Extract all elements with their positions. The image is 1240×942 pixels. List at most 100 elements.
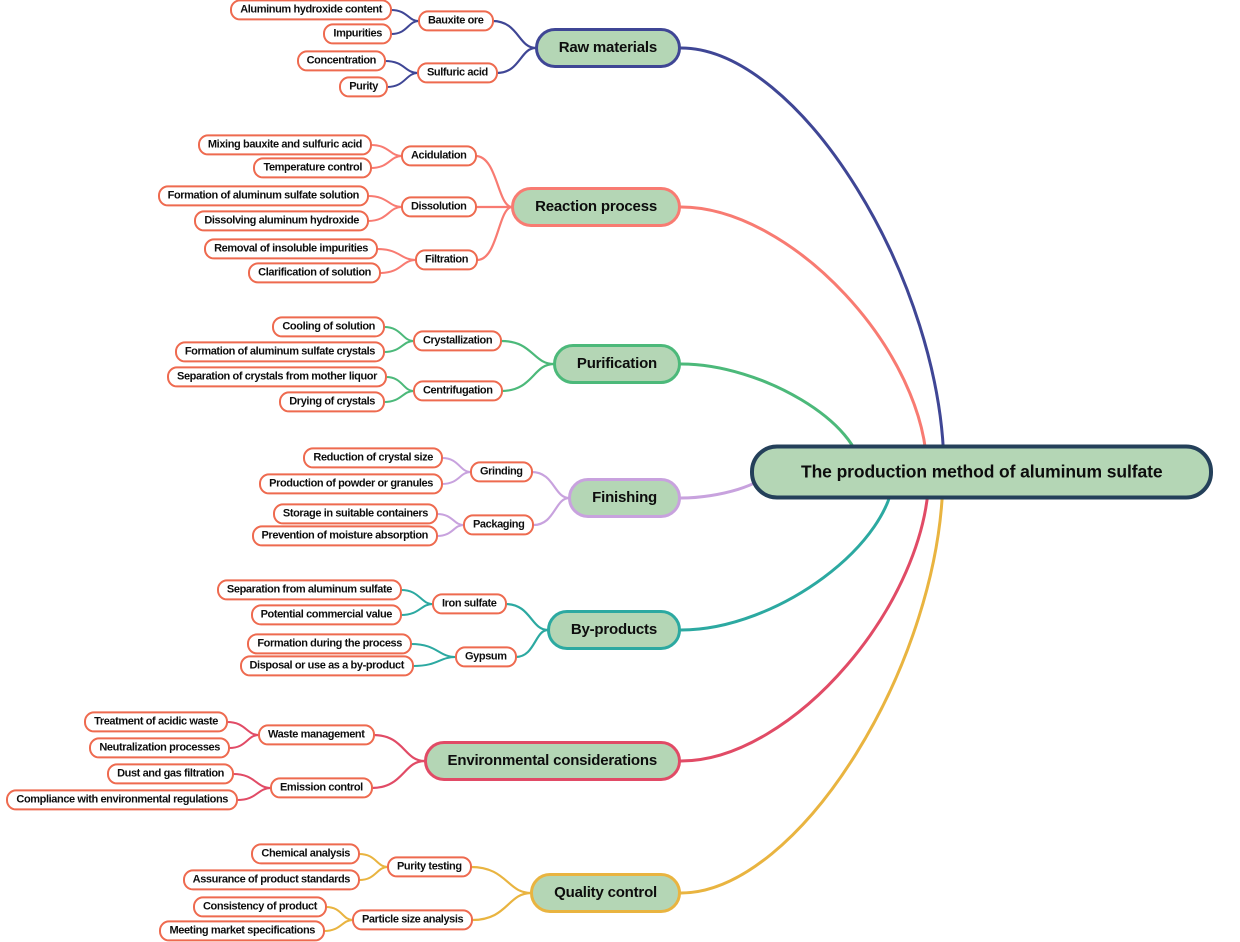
connector-filtration-removal-of-insoluble-impurities <box>376 248 417 261</box>
leaf-node-temperature-control[interactable]: Temperature control <box>253 157 372 179</box>
root-node[interactable]: The production method of aluminum sulfat… <box>750 444 1214 500</box>
sub-node-centrifugation[interactable]: Centrifugation <box>413 380 503 402</box>
connector-bauxite-ore-impurities <box>390 20 420 35</box>
connector-purity-testing-assurance-of-product-standards <box>358 866 389 881</box>
connector-root-raw-materials <box>679 46 946 474</box>
connector-quality-control-particle-size-analysis <box>471 891 533 922</box>
connector-grinding-production-of-powder-or-granules <box>441 471 472 485</box>
branch-node-environmental-considerations[interactable]: Environmental considerations <box>423 741 681 781</box>
connector-filtration-clarification-of-solution <box>379 259 417 274</box>
connector-waste-management-neutralization-processes <box>228 734 260 749</box>
sub-node-emission-control[interactable]: Emission control <box>270 777 373 799</box>
leaf-node-dust-and-gas-filtration[interactable]: Dust and gas filtration <box>107 763 234 785</box>
leaf-node-storage-in-suitable-containers[interactable]: Storage in suitable containers <box>272 503 438 525</box>
connector-gypsum-formation-during-the-process <box>410 643 457 658</box>
sub-node-sulfuric-acid[interactable]: Sulfuric acid <box>417 62 498 84</box>
leaf-node-treatment-of-acidic-waste[interactable]: Treatment of acidic waste <box>84 711 228 733</box>
sub-node-acidulation[interactable]: Acidulation <box>401 145 477 167</box>
connector-centrifugation-separation-of-crystals-from-mother-liquor <box>385 376 415 392</box>
sub-node-particle-size-analysis[interactable]: Particle size analysis <box>352 909 474 931</box>
leaf-node-prevention-of-moisture-absorption[interactable]: Prevention of moisture absorption <box>251 525 438 547</box>
connector-dissolution-dissolving-aluminum-hydroxide <box>367 206 403 222</box>
connector-particle-size-analysis-meeting-market-specifications <box>323 919 354 932</box>
leaf-node-purity[interactable]: Purity <box>339 76 388 98</box>
connector-particle-size-analysis-consistency-of-product <box>325 906 354 921</box>
connector-iron-sulfate-separation-from-aluminum-sulfate <box>400 589 434 605</box>
branch-node-finishing[interactable]: Finishing <box>568 478 681 518</box>
sub-node-iron-sulfate[interactable]: Iron sulfate <box>432 593 507 615</box>
leaf-node-concentration[interactable]: Concentration <box>296 50 386 72</box>
leaf-node-mixing-bauxite-and-sulfuric-acid[interactable]: Mixing bauxite and sulfuric acid <box>197 134 372 156</box>
connector-reaction-process-filtration <box>475 205 514 262</box>
leaf-node-chemical-analysis[interactable]: Chemical analysis <box>251 843 360 865</box>
connector-reaction-process-acidulation <box>474 154 514 209</box>
connector-purity-testing-chemical-analysis <box>358 853 389 868</box>
connector-packaging-storage-in-suitable-containers <box>436 513 465 526</box>
connector-purification-centrifugation <box>500 362 555 393</box>
leaf-node-disposal-or-use-as-a-by-product[interactable]: Disposal or use as a by-product <box>239 655 414 677</box>
connector-sulfuric-acid-purity <box>386 72 419 88</box>
leaf-node-compliance-with-environmental-regulations[interactable]: Compliance with environmental regulation… <box>6 789 238 811</box>
connector-root-quality-control <box>679 470 945 895</box>
connector-emission-control-dust-and-gas-filtration <box>232 773 272 789</box>
connector-finishing-grinding <box>530 470 571 500</box>
leaf-node-aluminum-hydroxide-content[interactable]: Aluminum hydroxide content <box>230 0 392 21</box>
connector-environmental-considerations-emission-control <box>370 759 426 790</box>
sub-node-waste-management[interactable]: Waste management <box>258 724 375 746</box>
sub-node-dissolution[interactable]: Dissolution <box>401 196 477 218</box>
connector-bauxite-ore-aluminum-hydroxide-content <box>390 9 420 22</box>
branch-node-by-products[interactable]: By-products <box>546 610 681 650</box>
connector-iron-sulfate-potential-commercial-value <box>400 603 434 616</box>
leaf-node-production-of-powder-or-granules[interactable]: Production of powder or granules <box>259 473 443 495</box>
sub-node-purity-testing[interactable]: Purity testing <box>387 856 472 878</box>
leaf-node-potential-commercial-value[interactable]: Potential commercial value <box>250 604 402 626</box>
connector-sulfuric-acid-concentration <box>384 60 419 74</box>
leaf-node-formation-of-aluminum-sulfate-crystals[interactable]: Formation of aluminum sulfate crystals <box>174 341 385 363</box>
sub-node-grinding[interactable]: Grinding <box>470 461 533 483</box>
leaf-node-neutralization-processes[interactable]: Neutralization processes <box>89 737 230 759</box>
connector-packaging-prevention-of-moisture-absorption <box>436 524 465 537</box>
branch-node-quality-control[interactable]: Quality control <box>530 873 681 913</box>
leaf-node-formation-of-aluminum-sulfate-solution[interactable]: Formation of aluminum sulfate solution <box>157 185 369 207</box>
connector-crystallization-cooling-of-solution <box>383 326 415 342</box>
connector-root-by-products <box>679 470 896 632</box>
connector-raw-materials-bauxite-ore <box>491 19 537 50</box>
connector-acidulation-temperature-control <box>370 155 403 169</box>
connector-root-reaction-process <box>679 205 929 474</box>
leaf-node-consistency-of-product[interactable]: Consistency of product <box>192 896 327 918</box>
leaf-node-impurities[interactable]: Impurities <box>323 23 392 45</box>
leaf-node-reduction-of-crystal-size[interactable]: Reduction of crystal size <box>303 447 443 469</box>
branch-node-purification[interactable]: Purification <box>552 344 681 384</box>
sub-node-crystallization[interactable]: Crystallization <box>413 330 503 352</box>
connector-quality-control-purity-testing <box>469 865 533 895</box>
connector-dissolution-formation-of-aluminum-sulfate-solution <box>367 195 403 208</box>
connector-waste-management-treatment-of-acidic-waste <box>226 721 260 736</box>
connector-finishing-packaging <box>532 496 571 527</box>
connector-emission-control-compliance-with-environmental-regulations <box>236 787 272 801</box>
connector-by-products-iron-sulfate <box>504 602 549 632</box>
leaf-node-meeting-market-specifications[interactable]: Meeting market specifications <box>159 920 325 942</box>
leaf-node-drying-of-crystals[interactable]: Drying of crystals <box>279 391 385 413</box>
leaf-node-assurance-of-product-standards[interactable]: Assurance of product standards <box>182 869 360 891</box>
connector-centrifugation-drying-of-crystals <box>383 390 415 403</box>
sub-node-filtration[interactable]: Filtration <box>415 249 479 271</box>
connector-environmental-considerations-waste-management <box>372 733 426 763</box>
connector-gypsum-disposal-or-use-as-a-by-product <box>412 656 457 667</box>
leaf-node-formation-during-the-process[interactable]: Formation during the process <box>247 633 412 655</box>
leaf-node-separation-of-crystals-from-mother-liquor[interactable]: Separation of crystals from mother liquo… <box>167 366 387 388</box>
sub-node-bauxite-ore[interactable]: Bauxite ore <box>418 10 494 32</box>
leaf-node-clarification-of-solution[interactable]: Clarification of solution <box>248 262 381 284</box>
connector-raw-materials-sulfuric-acid <box>495 46 537 75</box>
leaf-node-separation-from-aluminum-sulfate[interactable]: Separation from aluminum sulfate <box>216 579 402 601</box>
sub-node-gypsum[interactable]: Gypsum <box>455 646 517 668</box>
connector-acidulation-mixing-bauxite-and-sulfuric-acid <box>370 144 403 157</box>
sub-node-packaging[interactable]: Packaging <box>463 514 535 536</box>
leaf-node-removal-of-insoluble-impurities[interactable]: Removal of insoluble impurities <box>204 238 378 260</box>
leaf-node-dissolving-aluminum-hydroxide[interactable]: Dissolving aluminum hydroxide <box>194 210 369 232</box>
branch-node-raw-materials[interactable]: Raw materials <box>534 28 681 68</box>
connector-purification-crystallization <box>500 339 555 366</box>
branch-node-reaction-process[interactable]: Reaction process <box>511 187 681 227</box>
leaf-node-cooling-of-solution[interactable]: Cooling of solution <box>272 316 385 338</box>
connector-grinding-reduction-of-crystal-size <box>441 457 472 473</box>
